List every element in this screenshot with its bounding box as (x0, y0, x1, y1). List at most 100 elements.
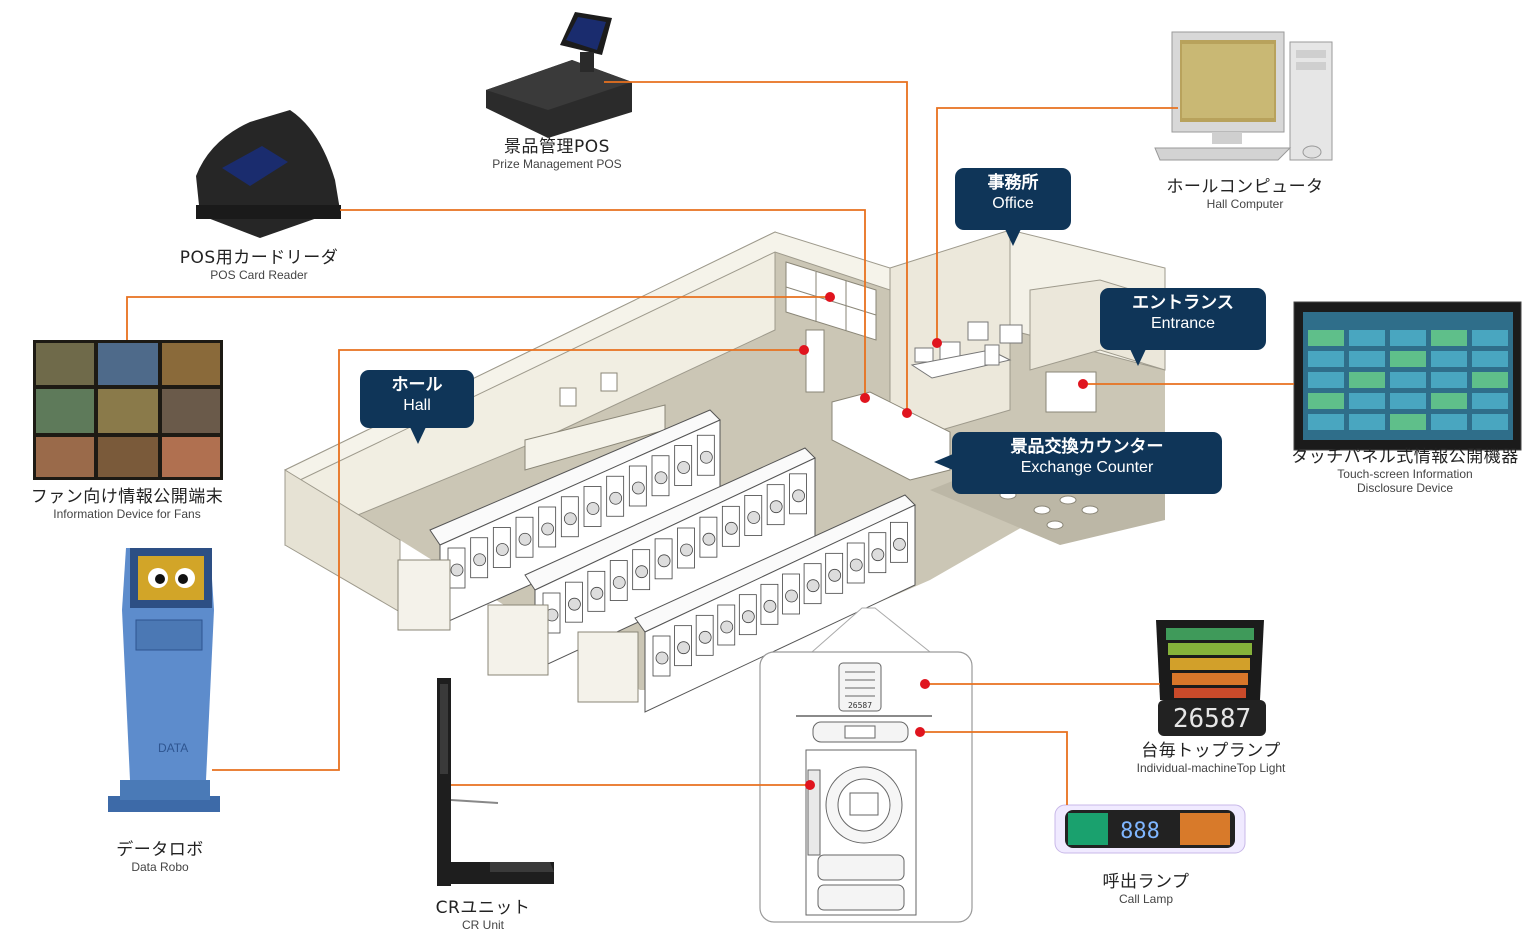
touch-panel-cell (1308, 330, 1344, 346)
label-card-reader-en: POS Card Reader (210, 268, 308, 282)
machine-reel (741, 610, 755, 624)
machine-reel (568, 597, 581, 611)
connection-dot (799, 345, 809, 355)
machine-reel (655, 651, 669, 665)
label-touch-panel-jp: タッチパネル式情報公開機器 (1291, 447, 1519, 467)
touch-panel-cell (1349, 372, 1385, 388)
machine-reel (724, 521, 738, 535)
machine-reel (893, 537, 906, 551)
machine-reel (702, 532, 716, 546)
conn-data-robo (212, 349, 804, 771)
connection-dot (932, 338, 942, 348)
touch-panel-cell (1308, 393, 1344, 409)
machine-reel (495, 543, 509, 556)
connection-dot (920, 679, 930, 689)
label-top-light: 台毎トップランプ Individual-machineTop Light (1137, 741, 1286, 775)
machine-reel (698, 630, 712, 644)
connection-dot (805, 780, 815, 790)
machine-reel (806, 579, 820, 593)
touch-panel-cell (1390, 330, 1426, 346)
label-hall-computer-jp: ホールコンピュータ (1166, 177, 1324, 197)
touch-panel-cell (1390, 393, 1426, 409)
touch-panel-cell (1390, 414, 1426, 430)
machine-reel (563, 512, 577, 526)
card-reader-device (196, 110, 341, 238)
office-desks (910, 321, 1023, 379)
touch-panel-cell (1431, 414, 1467, 430)
machine-reel (450, 563, 464, 577)
label-call-lamp: 呼出ランプ Call Lamp (1103, 872, 1190, 906)
data-robo-device: DATA (108, 548, 220, 812)
connection-dot (1078, 379, 1088, 389)
bubble-hall-en: Hall (403, 397, 431, 414)
hall-building (283, 229, 1166, 713)
conn-call-lamp (920, 731, 1068, 805)
machine-reel (763, 599, 777, 613)
cr-unit-device (437, 678, 554, 886)
machine-reel (518, 532, 532, 546)
machine-reel (677, 461, 691, 474)
machine-reel (609, 491, 623, 505)
machine-reel (699, 450, 713, 464)
label-top-light-jp: 台毎トップランプ (1141, 741, 1281, 761)
machine-reel (828, 568, 842, 582)
call-lamp-counter: 888 (1120, 819, 1160, 844)
machine-reel (849, 558, 863, 572)
touch-panel-cell (1390, 351, 1426, 367)
label-data-robo-jp: データロボ (116, 840, 204, 860)
label-fan-device-en: Information Device for Fans (53, 507, 201, 521)
machine-reel (677, 641, 690, 655)
bubble-office-en: Office (992, 195, 1034, 212)
top-light-device: 26587 (1156, 620, 1266, 736)
machine-reel (586, 502, 600, 515)
machine-reel (654, 471, 668, 485)
touch-panel-cell (1431, 372, 1467, 388)
label-call-lamp-jp: 呼出ランプ (1102, 872, 1190, 892)
touch-panel-cell (1390, 372, 1426, 388)
machine-rows (447, 434, 908, 677)
connection-dot (860, 393, 870, 403)
touch-panel-cell (1349, 351, 1385, 367)
label-cr-unit: CRユニット CR Unit (436, 898, 531, 932)
bubble-hall-jp: ホール (391, 375, 443, 395)
connector-lines (126, 81, 1294, 805)
label-data-robo-en: Data Robo (131, 860, 189, 874)
bubble-entrance-en: Entrance (1150, 315, 1216, 332)
prize-pos-device (486, 12, 632, 138)
label-touch-panel-en2: Disclosure Device (1356, 481, 1454, 495)
label-cr-unit-en: CR Unit (461, 918, 504, 932)
machine-reel (747, 511, 761, 524)
machine-reel (792, 489, 805, 503)
data-robo-brand: DATA (158, 741, 188, 755)
conn-hall-computer (936, 107, 1178, 343)
connection-dot (902, 408, 912, 418)
label-hall-computer: ホールコンピュータ Hall Computer (1166, 177, 1323, 211)
connection-dot (915, 727, 925, 737)
touch-panel-cell (1308, 414, 1344, 430)
machine-reel (871, 548, 885, 562)
machine-reel (590, 586, 604, 600)
bubble-office-jp: 事務所 (987, 173, 1039, 193)
label-fan-device-jp: ファン向け情報公開端末 (30, 487, 224, 507)
touch-panel-cell (1472, 414, 1508, 430)
touch-panel-cell (1349, 330, 1385, 346)
machine-reel (720, 620, 734, 634)
touch-panel-cell (1349, 414, 1385, 430)
bubble-exchange-jp: 景品交換カウンター (1010, 437, 1164, 457)
conn-fan-device (126, 296, 830, 340)
touch-panel-cell (1472, 393, 1508, 409)
touch-panel-cell (1472, 372, 1508, 388)
touch-panel-cell (1431, 393, 1467, 409)
machine-reel (635, 565, 649, 579)
machine-reel (680, 543, 693, 557)
touch-panel-cell (1472, 330, 1508, 346)
top-light-counter: 26587 (1173, 704, 1251, 734)
machine-detail-box: 26587 (759, 607, 973, 923)
label-fan-device: ファン向け情報公開端末 Information Device for Fans (31, 487, 224, 521)
label-card-reader-jp: POS用カードリーダ (179, 248, 339, 268)
machine-reel (785, 589, 798, 603)
label-call-lamp-en: Call Lamp (1118, 892, 1174, 906)
conn-prize-pos (604, 81, 908, 413)
conn-card-reader (340, 209, 866, 398)
label-prize-pos: 景品管理POS Prize Management POS (492, 137, 621, 171)
